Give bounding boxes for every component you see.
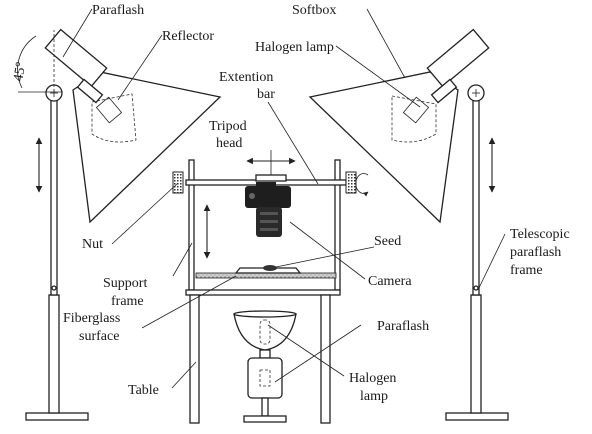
label-seed: Seed: [374, 234, 401, 249]
left-light-stand: [25, 84, 89, 421]
lower-lamp-stem: [261, 397, 269, 417]
label-nut: Nut: [82, 237, 103, 252]
fiberglass-surface: [195, 272, 337, 279]
label-table: Table: [128, 383, 159, 398]
lower-lamp-base: [243, 415, 287, 423]
label-reflector: Reflector: [162, 29, 214, 44]
lower-halogen-lamp: [259, 369, 271, 387]
table: [185, 289, 341, 424]
table-top: [185, 289, 341, 296]
label-paraflash-top-left: Paraflash: [92, 3, 144, 18]
right-stand-joint: [473, 285, 479, 291]
angle-arc: [17, 35, 37, 89]
camera: [245, 182, 291, 237]
label-telescopic-3: frame: [510, 263, 543, 278]
labels: Paraflash Reflector Softbox Halogen lamp…: [63, 3, 570, 404]
label-halogen-lamp-bottom-2: lamp: [360, 389, 388, 404]
left-stand-base: [25, 412, 89, 421]
lower-reflector-bowl: [233, 313, 297, 351]
seed: [263, 265, 277, 271]
left-paraflash: [44, 28, 108, 104]
rotation-arrow: [355, 173, 369, 197]
label-telescopic-1: Telescopic: [510, 227, 570, 242]
label-extention-bar-1: Extention: [219, 70, 273, 85]
left-stand-joint: [51, 285, 57, 291]
label-fiberglass-2: surface: [79, 329, 119, 344]
lower-lamp: [233, 310, 297, 423]
lower-paraflash-bulb: [259, 319, 271, 345]
left-reflector: [91, 93, 137, 143]
right-halogen-lamp: [402, 96, 430, 124]
label-tripod-head-2: head: [216, 136, 242, 151]
angle-label: 45°: [11, 61, 29, 83]
label-camera: Camera: [368, 274, 412, 289]
label-telescopic-2: paraflash: [510, 245, 561, 260]
right-stand-lower-pole: [470, 294, 482, 414]
label-tripod-head-1: Tripod: [209, 119, 247, 134]
left-nut: [172, 171, 184, 194]
right-stand-base: [445, 412, 509, 421]
left-halogen-lamp: [95, 96, 123, 124]
lower-lamp-housing: [247, 357, 283, 399]
right-stand-upper-pole: [472, 99, 480, 296]
right-light-stand: [445, 84, 509, 421]
tripod-head: [246, 150, 296, 182]
label-support-frame-1: Support: [103, 276, 147, 291]
right-softbox: [308, 71, 459, 224]
table-right-leg: [320, 294, 331, 424]
table-left-leg: [189, 294, 200, 424]
label-support-frame-2: frame: [111, 294, 144, 309]
label-extention-bar-2: bar: [257, 87, 275, 102]
label-halogen-lamp-top: Halogen lamp: [255, 40, 334, 55]
label-fiberglass-1: Fiberglass: [63, 311, 120, 326]
label-halogen-lamp-bottom-1: Halogen: [349, 371, 396, 386]
left-stand-lower-pole: [48, 294, 60, 414]
leader-lines: [62, 8, 506, 389]
lower-lamp-neck: [259, 349, 271, 359]
label-softbox: Softbox: [292, 3, 336, 18]
left-stand-upper-pole: [50, 99, 58, 296]
label-paraflash-bottom: Paraflash: [377, 319, 429, 334]
right-paraflash: [426, 28, 490, 104]
right-nut: [345, 171, 357, 194]
